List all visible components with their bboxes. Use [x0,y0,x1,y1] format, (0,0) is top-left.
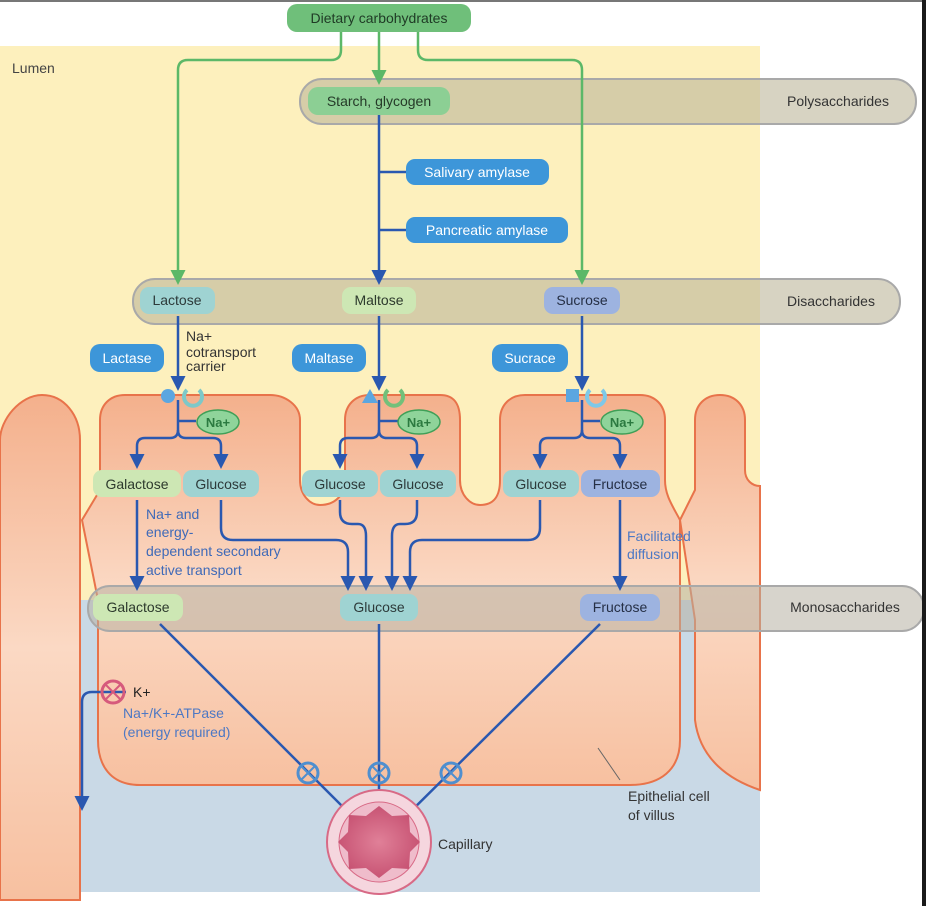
apical-transporters [161,388,607,408]
na-ion-label: Na+ [610,415,635,430]
svg-text:cotransport: cotransport [186,344,256,360]
galactose-box [93,594,183,621]
polysaccharides-label: Polysaccharides [787,93,889,109]
svg-text:Na+ and: Na+ and [146,506,199,522]
svg-text:Facilitated: Facilitated [627,528,691,544]
epithelial-cell-label-line2: of villus [628,807,675,823]
svg-text:(energy required): (energy required) [123,724,230,740]
sucrase-box [492,344,568,372]
svg-text:carrier: carrier [186,358,226,374]
secondary-active-annotation: Na+ and energy- dependent secondary acti… [146,506,281,578]
galactose-label: Galactose [106,599,169,615]
monosaccharides-label: Monosaccharides [790,599,900,615]
galactose-product-box [93,470,181,497]
lactase-label: Lactase [102,350,151,366]
dietary-carbohydrates-label: Dietary carbohydrates [311,10,448,26]
fructose-product-label: Fructose [593,476,648,492]
svg-text:diffusion: diffusion [627,546,679,562]
glucose-product-label: Glucose [195,476,247,492]
glucose-box [340,594,418,621]
glucose-product-box [183,470,259,497]
glucose-product-box [380,470,456,497]
pancreatic-amylase-box [406,217,568,243]
glucose-triangle-symbol [362,389,378,403]
sodium-ions: Na+ Na+ Na+ [196,409,644,435]
frame-right-border [922,0,926,906]
glucose-product-label: Glucose [515,476,567,492]
glucose-product-label: Glucose [392,476,444,492]
glucose-product-box [302,470,378,497]
na-carrier-icon [182,388,204,408]
pancreatic-amylase-label: Pancreatic amylase [426,222,548,238]
galactose-glucose-symbol [161,389,175,403]
na-carrier-icon [585,388,607,408]
svg-text:active transport: active transport [146,562,242,578]
salivary-amylase-label: Salivary amylase [424,164,530,180]
basolateral-transporters [296,761,463,785]
glucose-product-label: Glucose [314,476,366,492]
facilitated-diffusion-annotation: Facilitated diffusion [627,528,691,562]
na-cotransport-annotation: Na+ cotransport carrier [186,328,256,374]
glucose-product-box [503,470,579,497]
maltase-box [292,344,366,372]
glucose-label: Glucose [353,599,405,615]
frame-top-border [0,0,926,2]
maltose-label: Maltose [354,292,403,308]
svg-text:Na+/K+-ATPase: Na+/K+-ATPase [123,705,224,721]
lactose-box [140,287,215,314]
na-ion-label: Na+ [206,415,231,430]
epithelial-pointer [597,747,621,781]
capillary-label: Capillary [438,836,492,852]
galactose-product-label: Galactose [105,476,168,492]
svg-text:dependent secondary: dependent secondary [146,543,281,559]
glucose-square-symbol [566,389,579,402]
k-ion-label: K+ [133,684,151,700]
fructose-product-box [581,470,660,497]
polysaccharides-band [299,78,917,125]
fructose-box [580,594,660,621]
dietary-carbohydrates-box [287,4,471,32]
maltase-label: Maltase [304,350,353,366]
na-k-atpase-icon [100,679,126,705]
sucrase-label: Sucrace [504,350,556,366]
lactose-label: Lactose [152,292,201,308]
lactase-box [90,344,164,372]
lumen-label: Lumen [12,60,55,76]
fructose-label: Fructose [593,599,648,615]
atpase-annotation: Na+/K+-ATPase (energy required) [123,705,230,740]
epithelial-cell-label-line1: Epithelial cell [628,788,710,804]
na-carrier-icon [383,388,405,408]
svg-text:Na+: Na+ [186,328,212,344]
starch-label: Starch, glycogen [327,93,431,109]
capillary [326,789,432,895]
starch-box [308,87,450,115]
salivary-amylase-box [406,159,549,185]
maltose-box [342,287,416,314]
sucrose-box [544,287,620,314]
disaccharides-band [132,278,901,325]
disaccharides-label: Disaccharides [787,293,875,309]
dietary-arrows [170,30,590,285]
na-ion-label: Na+ [407,415,432,430]
svg-text:energy-: energy- [146,524,194,540]
sucrose-label: Sucrose [556,292,608,308]
